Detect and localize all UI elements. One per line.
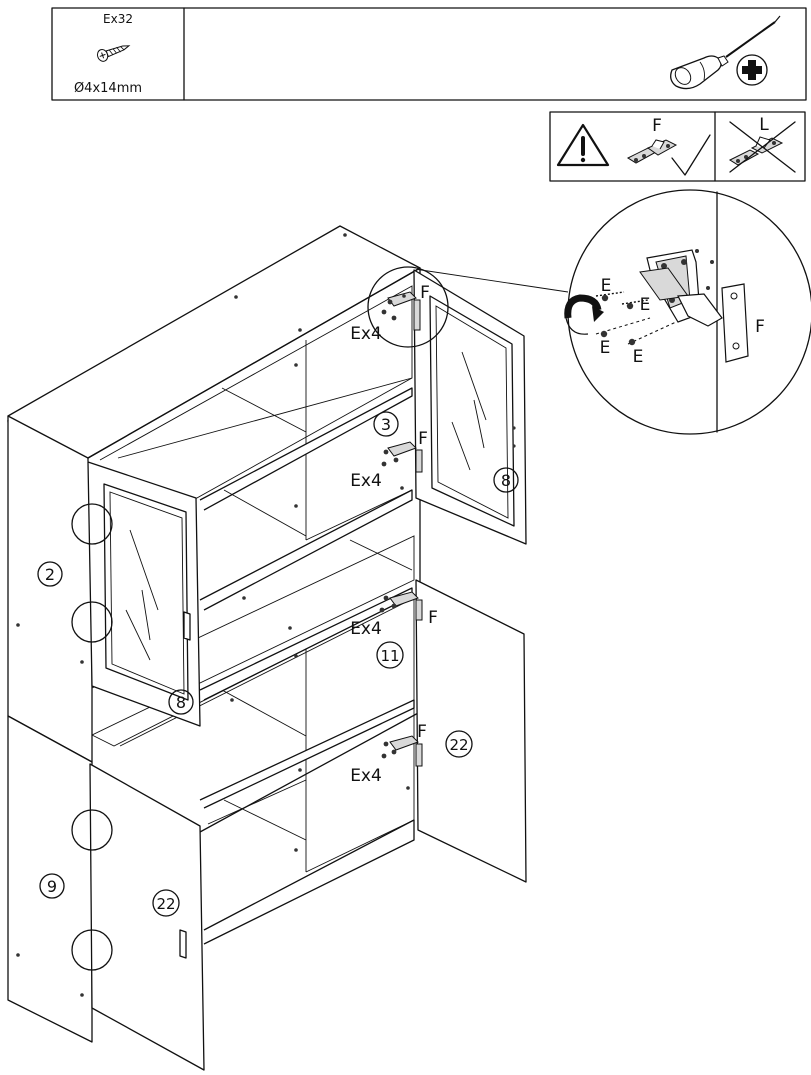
svg-text:22: 22 — [449, 736, 468, 754]
hinge-count-label-4: Ex4 — [350, 766, 382, 786]
part-label-door-lower-left: 22 — [152, 889, 180, 917]
hinge-f-label-4: F — [417, 722, 427, 742]
svg-text:2: 2 — [45, 565, 55, 584]
rotate-arrow-icon — [564, 294, 604, 335]
screw-icon — [96, 45, 131, 62]
part-label-glass-door-right: 8 — [493, 467, 519, 493]
svg-text:22: 22 — [156, 895, 175, 913]
cross-out-icon — [729, 121, 796, 173]
part-label-side-lower: 9 — [39, 873, 65, 899]
hinge-upper-bottom — [381, 441, 423, 473]
screw-e-4 — [627, 321, 677, 346]
svg-text:8: 8 — [176, 693, 186, 712]
glass-door-right — [413, 269, 527, 545]
hinge-lower-bottom — [381, 735, 423, 767]
cabinet: F Ex4 F Ex4 F Ex4 F Ex4 2 9 3 11 8 — [7, 225, 527, 1071]
check-mark-icon — [671, 134, 711, 176]
svg-text:11: 11 — [380, 647, 399, 665]
correct-hinge-label: F — [652, 116, 662, 136]
hinge-count-label-3: Ex4 — [350, 619, 382, 639]
part-label-door-lower-right: 22 — [445, 730, 473, 758]
screw-e-1 — [595, 291, 625, 302]
screw-label-e-2: E — [640, 295, 651, 315]
part-label-glass-door-left: 8 — [168, 689, 194, 715]
hinge-count-label-2: Ex4 — [350, 471, 382, 491]
warning-triangle-icon — [556, 123, 610, 167]
screw-e-2 — [621, 299, 649, 310]
hinge-lower-top — [379, 591, 423, 621]
screw-size: Ø4x14mm — [74, 81, 142, 96]
screw-label-e-3: E — [600, 338, 611, 358]
hinge-detail-view: E E E E F — [407, 189, 811, 435]
screw-label-e-1: E — [601, 276, 612, 296]
screw-label-e-4: E — [633, 347, 644, 367]
hinge-f-label-1: F — [420, 283, 430, 303]
door-lower-left — [71, 763, 205, 1071]
hinge-f-label-3: F — [428, 608, 438, 628]
screw-quantity: Ex32 — [103, 12, 133, 26]
correct-hinge-icon — [626, 139, 678, 164]
part-label-shelf-upper: 3 — [373, 411, 399, 437]
svg-text:8: 8 — [501, 471, 511, 490]
parts-box: Ex32 Ø4x14mm — [51, 7, 807, 101]
part-label-shelf-middle: 11 — [376, 641, 404, 669]
phillips-screwdriver-icon — [670, 15, 781, 90]
hinge-upper-top — [381, 291, 421, 331]
svg-text:9: 9 — [47, 877, 57, 896]
hinge-warning-box: F L — [549, 111, 806, 182]
hinge-f-label-2: F — [418, 429, 428, 449]
phillips-head-icon — [736, 54, 768, 86]
hinge-label-f-detail: F — [755, 317, 765, 337]
screw-e-3 — [595, 317, 651, 338]
hinge-count-label-1: Ex4 — [350, 324, 382, 344]
svg-text:3: 3 — [381, 415, 391, 434]
part-label-side-upper: 2 — [37, 561, 63, 587]
glass-door-left — [71, 461, 201, 727]
wrong-hinge-label: L — [759, 115, 769, 135]
